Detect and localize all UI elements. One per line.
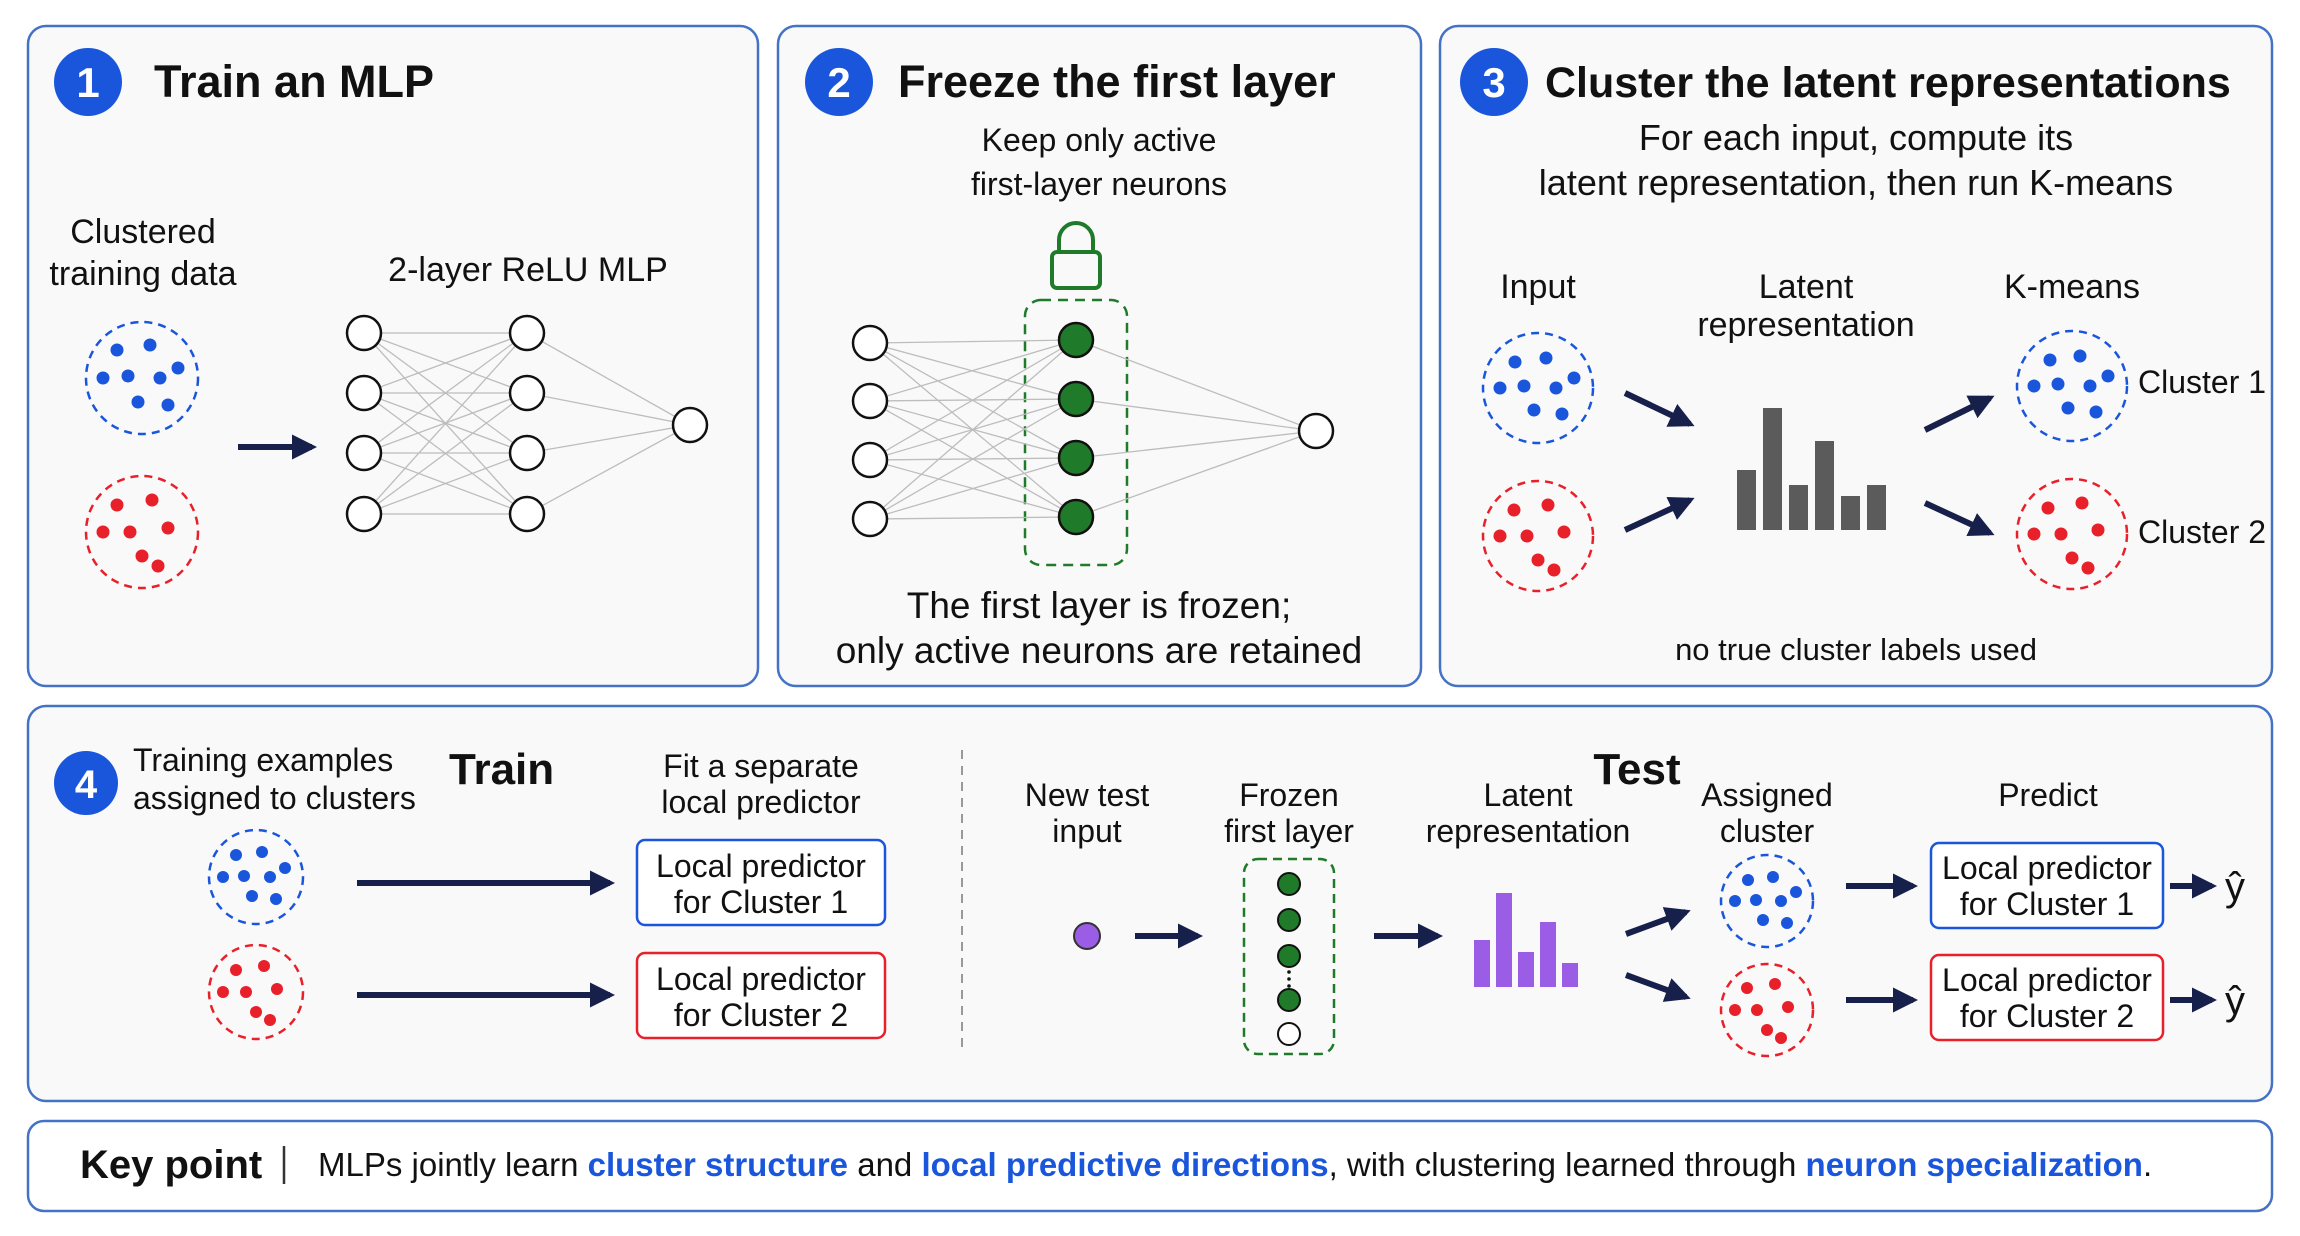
arrow-icon xyxy=(1923,395,1995,433)
train-header-2: assigned to clusters xyxy=(133,780,416,816)
arrow-icon xyxy=(1923,500,1995,536)
input-label: Input xyxy=(1500,268,1576,306)
panel2-caption-2: only active neurons are retained xyxy=(836,630,1363,671)
red-cluster-icon xyxy=(84,474,200,590)
input-neurons xyxy=(851,324,1335,538)
frozen-network xyxy=(869,339,1317,520)
test-local-predictor-2-box: Local predictor for Cluster 2 xyxy=(1929,953,2165,1042)
mlp-network xyxy=(363,332,691,515)
input-red-cluster-icon xyxy=(1481,479,1595,593)
predict-label: Predict xyxy=(1998,777,2098,813)
panel3-subtitle-2: latent representation, then run K-means xyxy=(1539,162,2173,203)
train-red-cluster-icon xyxy=(207,943,305,1041)
arrow-icon xyxy=(1623,390,1695,427)
arrow-icon xyxy=(1624,972,1691,1002)
svg-text:for Cluster 1: for Cluster 1 xyxy=(1960,886,2134,922)
train-title: Train xyxy=(449,745,554,794)
cluster2-label: Cluster 2 xyxy=(2138,514,2266,550)
input-blue-cluster-icon xyxy=(1481,331,1595,445)
svg-text:Local predictor: Local predictor xyxy=(1942,850,2152,886)
local-predictor-1-box: Local predictor for Cluster 1 xyxy=(635,838,887,927)
train-blue-cluster-icon xyxy=(207,828,305,926)
fit-label-1: Fit a separate xyxy=(663,748,859,784)
panel2-subtitle-2: first-layer neurons xyxy=(971,166,1227,202)
panel2-title: Freeze the first layer xyxy=(898,56,1336,107)
test-latent-label-1: Latent xyxy=(1484,777,1573,813)
step-badge-1: 1 xyxy=(54,48,122,116)
cluster1-label: Cluster 1 xyxy=(2138,364,2266,400)
arrow-icon xyxy=(1624,907,1691,937)
frozen-label-2: first layer xyxy=(1224,813,1354,849)
arrow-icon xyxy=(1623,497,1695,533)
output-prediction-2: ŷ xyxy=(2225,979,2245,1023)
latent-label-1: Latent xyxy=(1759,268,1854,306)
active-neurons xyxy=(1057,321,1095,536)
svg-text:for Cluster 2: for Cluster 2 xyxy=(674,997,848,1033)
latent-label-2: representation xyxy=(1697,306,1914,344)
latent-bars-purple xyxy=(1474,893,1578,987)
kmeans-red-cluster-icon xyxy=(2015,477,2129,591)
test-local-predictor-1-box: Local predictor for Cluster 1 xyxy=(1929,841,2165,930)
frozen-first-layer-icon xyxy=(1242,857,1336,1056)
assigned-label-1: Assigned xyxy=(1701,777,1833,813)
test-latent-label-2: representation xyxy=(1426,813,1631,849)
svg-text:2: 2 xyxy=(827,59,850,106)
no-labels-footnote: no true cluster labels used xyxy=(1675,632,2037,667)
panel3-title: Cluster the latent representations xyxy=(1545,59,2231,107)
svg-text:Local predictor: Local predictor xyxy=(656,848,866,884)
mlp-label: 2-layer ReLU MLP xyxy=(388,251,668,289)
assigned-blue-cluster-icon xyxy=(1719,853,1815,949)
svg-text:for Cluster 1: for Cluster 1 xyxy=(674,884,848,920)
svg-text:Local predictor: Local predictor xyxy=(656,961,866,997)
output-prediction-1: ŷ xyxy=(2225,865,2245,909)
svg-text:1: 1 xyxy=(76,59,99,106)
step-badge-3: 3 xyxy=(1460,48,1528,116)
test-title: Test xyxy=(1593,745,1681,794)
panel2-caption-1: The first layer is frozen; xyxy=(907,585,1292,626)
step-badge-4: 4 xyxy=(54,751,118,815)
assigned-red-cluster-icon xyxy=(1719,962,1815,1058)
kmeans-blue-cluster-icon xyxy=(2015,329,2129,443)
panel2-subtitle-1: Keep only active xyxy=(982,122,1217,158)
svg-text:3: 3 xyxy=(1482,59,1505,106)
lock-icon xyxy=(1050,221,1102,290)
panel-train-mlp: 1 Train an MLP Clustered training data 2… xyxy=(26,24,760,688)
new-input-label-1: New test xyxy=(1025,777,1150,813)
frozen-layer-box xyxy=(1023,298,1129,567)
panel1-title: Train an MLP xyxy=(154,56,434,107)
panel-train-test: 4 Training examples assigned to clusters… xyxy=(26,704,2274,1103)
clustered-data-label-1: Clustered xyxy=(70,213,216,251)
latent-bars-gray xyxy=(1737,408,1886,530)
key-point-banner: Key point MLPs jointly learn cluster str… xyxy=(26,1119,2274,1213)
blue-cluster-icon xyxy=(84,320,200,436)
kmeans-label: K-means xyxy=(2004,268,2140,306)
frozen-label-1: Frozen xyxy=(1239,777,1339,813)
key-point-text: MLPs jointly learn cluster structure and… xyxy=(318,1146,2152,1183)
train-header-1: Training examples xyxy=(133,742,393,778)
local-predictor-2-box: Local predictor for Cluster 2 xyxy=(635,951,887,1040)
svg-text:Local predictor: Local predictor xyxy=(1942,962,2152,998)
panel-cluster-latent: 3 Cluster the latent representations For… xyxy=(1438,24,2274,688)
key-point-label: Key point xyxy=(80,1143,262,1187)
panel3-subtitle-1: For each input, compute its xyxy=(1639,117,2073,158)
svg-text:4: 4 xyxy=(75,763,98,807)
mlp-neurons xyxy=(345,314,709,533)
test-input-point xyxy=(1073,922,1101,950)
clustered-data-label-2: training data xyxy=(49,255,236,293)
step-badge-2: 2 xyxy=(805,48,873,116)
new-input-label-2: input xyxy=(1052,813,1122,849)
assigned-label-2: cluster xyxy=(1720,813,1815,849)
svg-text:for Cluster 2: for Cluster 2 xyxy=(1960,998,2134,1034)
fit-label-2: local predictor xyxy=(661,784,861,820)
panel-freeze-first-layer: 2 Freeze the first layer Keep only activ… xyxy=(776,24,1423,688)
